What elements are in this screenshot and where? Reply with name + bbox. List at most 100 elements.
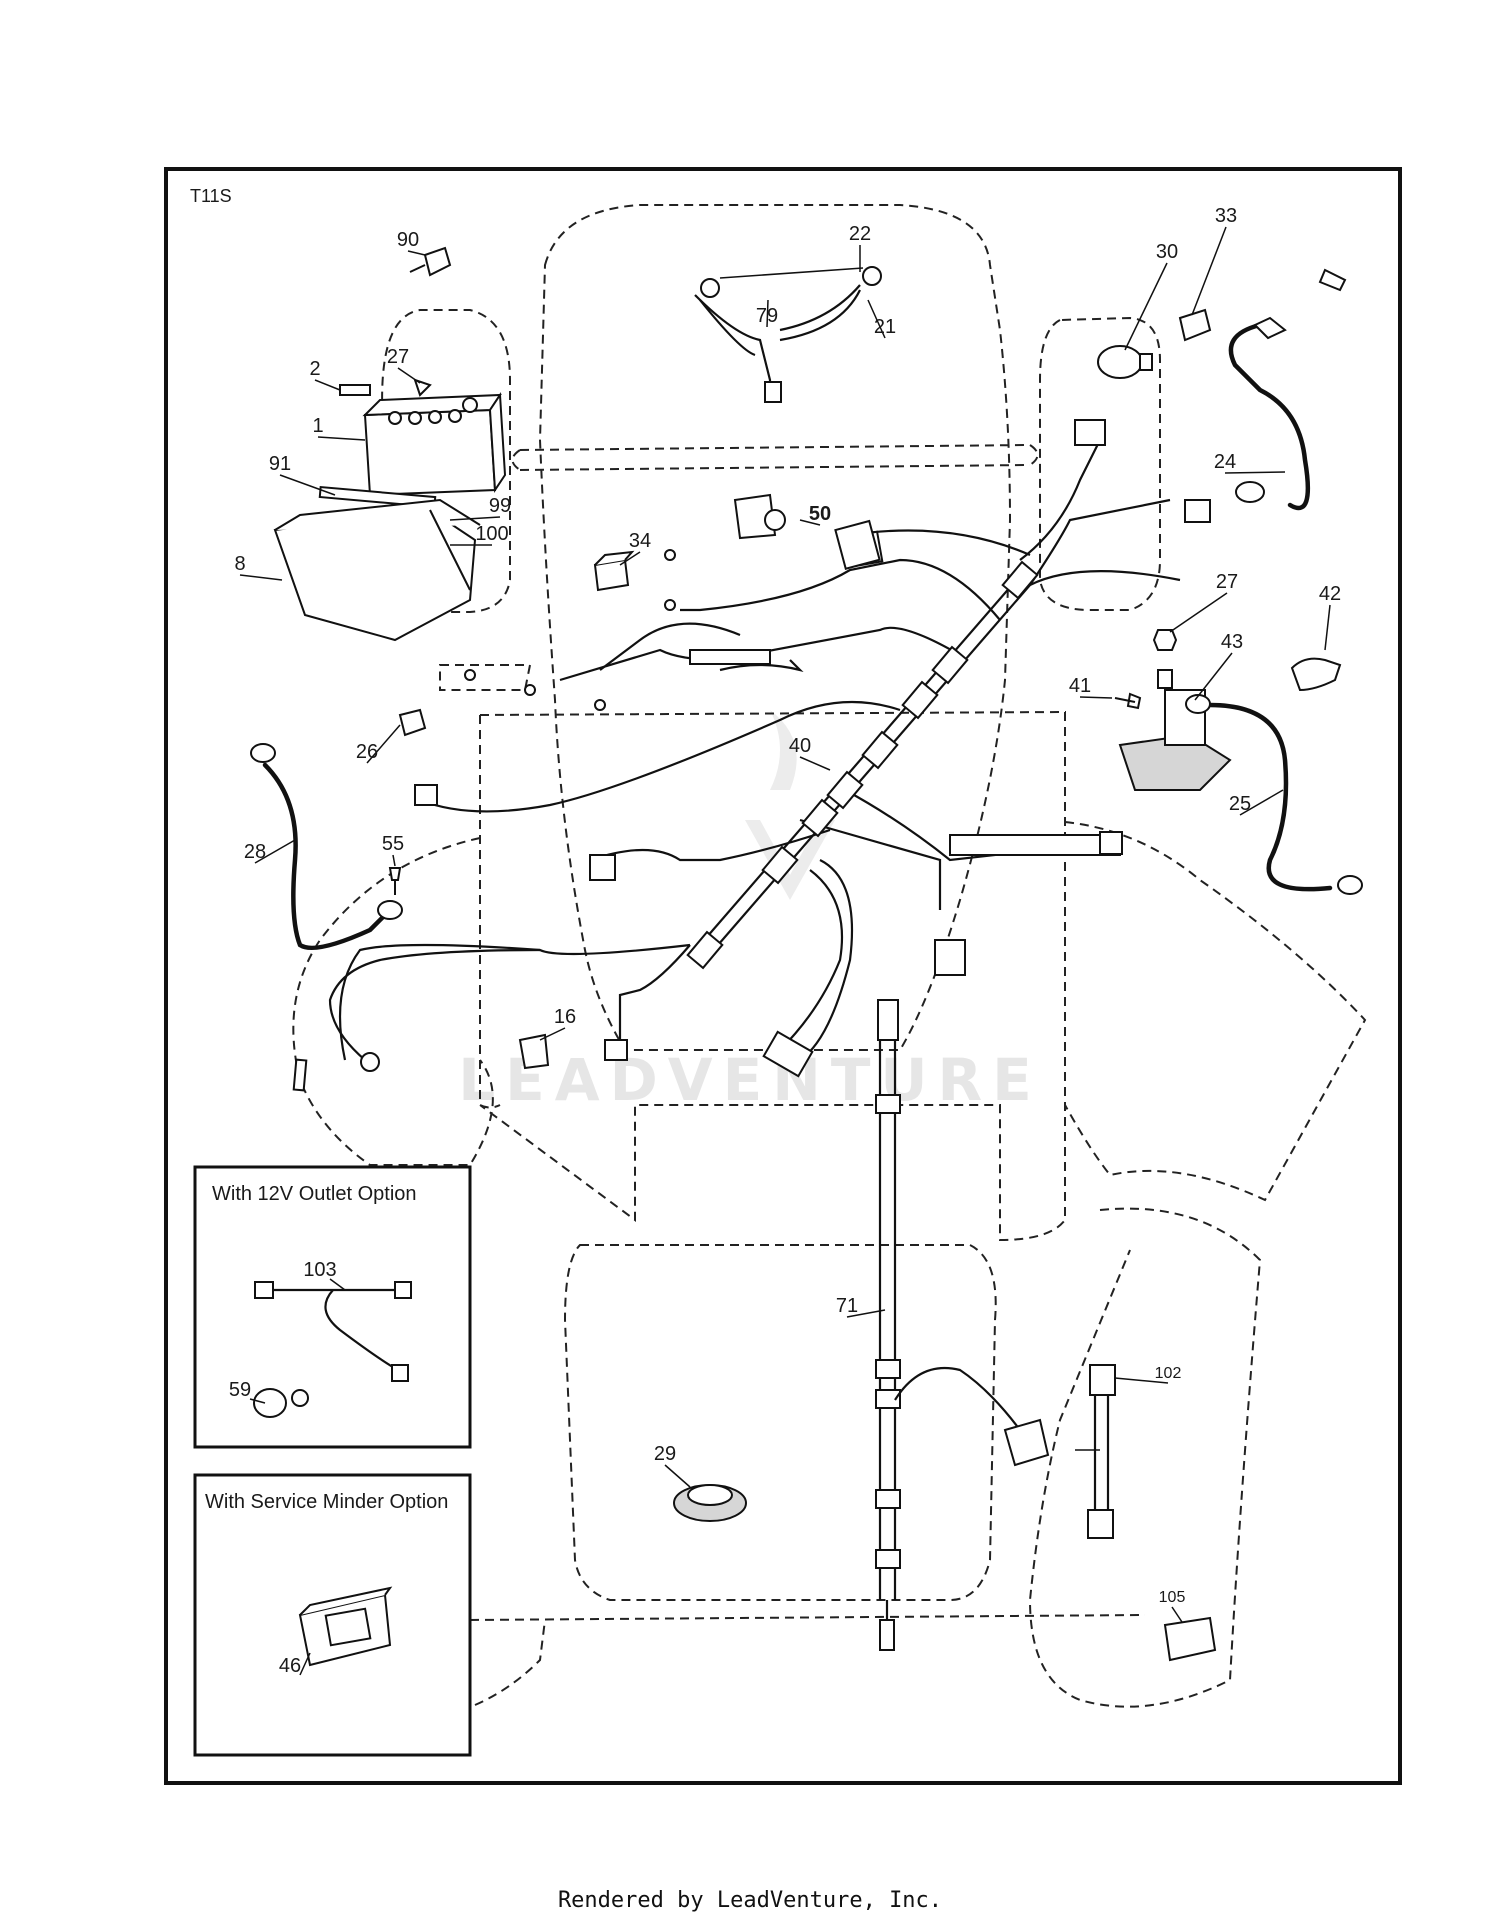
callout-label: 100 xyxy=(475,523,508,545)
callout-leader xyxy=(867,299,886,339)
callout-label: 42 xyxy=(1319,583,1341,605)
callout-label: 59 xyxy=(229,1379,251,1401)
callout-leader xyxy=(1239,789,1284,816)
callout-leader xyxy=(1124,262,1168,351)
callout-leader xyxy=(1079,696,1113,699)
callout-label: 8 xyxy=(234,553,245,575)
cable-25 xyxy=(1185,694,1363,895)
callout-leader xyxy=(392,854,396,867)
callout-label: 28 xyxy=(244,841,266,863)
callout-leader xyxy=(299,1652,311,1676)
callout-leader xyxy=(799,519,821,526)
callout-label: 102 xyxy=(1155,1365,1182,1382)
callout-leader xyxy=(397,367,421,384)
footer-credit: Rendered by LeadVenture, Inc. xyxy=(557,1888,943,1913)
fuse xyxy=(398,708,427,737)
callout-label: 2 xyxy=(309,358,320,380)
outlet-socket xyxy=(253,1388,309,1418)
callout-leader xyxy=(254,839,296,864)
callout-leader xyxy=(314,379,341,391)
callout-label: 105 xyxy=(1159,1589,1186,1606)
callout-label: 99 xyxy=(489,495,511,517)
callout-label: 27 xyxy=(1216,571,1238,593)
callout-leader xyxy=(1324,604,1331,651)
callout-leader xyxy=(1224,471,1286,474)
callout-label: 90 xyxy=(397,229,419,251)
callout-leader xyxy=(317,436,366,441)
inset-12v-outlet-title: With 12V Outlet Option xyxy=(212,1183,417,1205)
starter-solenoid xyxy=(1118,669,1232,791)
callout-label: 26 xyxy=(356,741,378,763)
terminal-boot xyxy=(1290,657,1342,692)
callout-label: 40 xyxy=(789,735,811,757)
callout-label: 55 xyxy=(382,833,404,855)
plug-29 xyxy=(673,1484,747,1522)
callout-label: 43 xyxy=(1221,631,1243,653)
callout-leader xyxy=(1114,1377,1169,1384)
callout-label: 30 xyxy=(1156,241,1178,263)
ignition-switch xyxy=(1097,345,1153,379)
callout-label: 22 xyxy=(849,223,871,245)
wire-102 xyxy=(1075,1364,1116,1539)
diagram-id: T11S xyxy=(190,186,232,206)
terminal-cap xyxy=(409,246,452,277)
outlet-harness xyxy=(254,1281,412,1382)
pto-switch xyxy=(593,550,635,592)
screw-55 xyxy=(388,867,402,895)
callout-leader xyxy=(249,1398,266,1404)
callout-leader xyxy=(366,724,401,764)
callout-label: 21 xyxy=(874,316,896,338)
harness-sleeves xyxy=(686,560,1121,970)
callout-leader xyxy=(329,1278,346,1291)
callout-label: 103 xyxy=(303,1259,336,1281)
callout-label: 41 xyxy=(1069,675,1091,697)
callout-leader xyxy=(239,574,283,581)
callout-label: 1 xyxy=(312,415,323,437)
harness-71 xyxy=(875,999,1050,1651)
callout-leader xyxy=(799,756,831,771)
callout-leader xyxy=(539,1027,566,1041)
callout-leader xyxy=(1194,652,1233,701)
callout-leader xyxy=(664,1464,691,1488)
callout-leader xyxy=(279,474,336,496)
relay-16 xyxy=(518,1033,550,1070)
module-50 xyxy=(733,493,881,570)
callout-label: 29 xyxy=(654,1443,676,1465)
ignition-key xyxy=(1178,308,1212,342)
sensor-105 xyxy=(1163,1616,1217,1662)
callout-leader xyxy=(449,516,501,521)
watermark: LEADVENTURE xyxy=(458,710,1042,1114)
diagram-frame xyxy=(164,167,1402,1785)
bolt-41 xyxy=(1114,692,1142,710)
battery-group xyxy=(273,378,507,642)
cable-28 xyxy=(250,743,403,951)
callout-leader xyxy=(766,299,769,328)
callout-label: 25 xyxy=(1229,793,1251,815)
inset-12v-outlet xyxy=(193,1165,472,1449)
main-harness xyxy=(328,439,1181,1061)
callout-leader xyxy=(1171,1606,1183,1623)
callout-leader xyxy=(407,250,426,256)
inset-service-minder-title: With Service Minder Option xyxy=(205,1491,448,1513)
callout-label: 91 xyxy=(269,453,291,475)
cable-24 xyxy=(1228,268,1347,511)
callout-label: 50 xyxy=(809,503,831,525)
service-minder-display xyxy=(298,1586,393,1667)
ground-wires xyxy=(292,1052,380,1092)
callout-label: 34 xyxy=(629,530,651,552)
callout-label: 24 xyxy=(1214,451,1236,473)
callout-label: 79 xyxy=(756,305,778,327)
callout-label: 46 xyxy=(279,1655,301,1677)
callout-label: 16 xyxy=(554,1006,576,1028)
callout-label: 33 xyxy=(1215,205,1237,227)
callout-leader xyxy=(1191,226,1227,316)
callout-leader xyxy=(846,1309,886,1318)
callout-leader xyxy=(619,551,641,566)
headlight-harness xyxy=(694,266,882,403)
callout-leader xyxy=(1169,592,1228,633)
callout-label: 71 xyxy=(836,1295,858,1317)
nut-27 xyxy=(1152,629,1178,651)
svg-text:LEADVENTURE: LEADVENTURE xyxy=(458,1046,1042,1114)
